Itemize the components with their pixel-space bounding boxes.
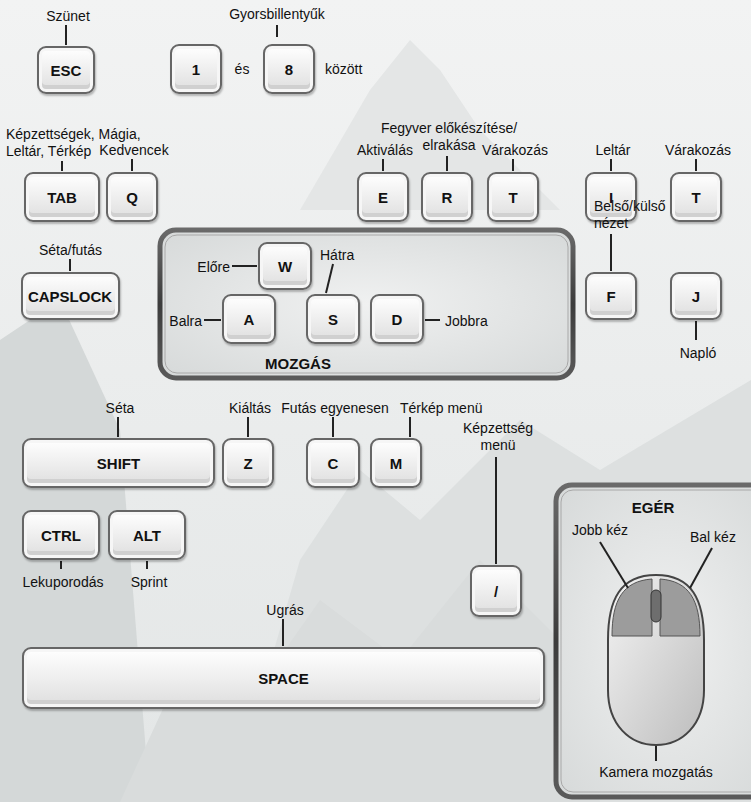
key-cap: ALTSprint <box>108 510 186 560</box>
key-caption: Előre <box>197 259 230 276</box>
key-cap: WElőre <box>258 242 312 290</box>
key-caption: Várakozás <box>665 142 731 159</box>
key-cap: SPACEUgrás <box>22 647 545 709</box>
key-label: 8 <box>285 61 293 78</box>
movement-panel-frame <box>160 230 573 378</box>
key-label: ESC <box>51 62 82 79</box>
key-caption: Szünet <box>46 8 90 25</box>
key-cap: SHIFTSéta <box>22 438 215 488</box>
key-caption: Kedvencek <box>99 142 168 159</box>
key-label: T <box>691 189 700 206</box>
key-cap: MTérkép menü <box>370 438 422 488</box>
annotation-label: Jobb kéz <box>572 522 628 539</box>
key-cap: 8 <box>263 44 315 94</box>
key-label: Z <box>243 455 252 472</box>
key-label: E <box>378 189 388 206</box>
key-cap: ESCSzünet <box>37 46 95 94</box>
key-label: M <box>390 455 403 472</box>
annotation-label: között <box>325 61 362 78</box>
annotation-label: és <box>235 61 250 78</box>
key-caption: Képzettség menü <box>456 420 540 454</box>
key-label: CAPSLOCK <box>28 288 112 305</box>
key-label: CTRL <box>41 527 81 544</box>
key-label: S <box>328 311 338 328</box>
key-caption: Jobbra <box>445 313 488 330</box>
key-caption: Várakozás <box>482 142 548 159</box>
key-cap: FBelső/külső nézet <box>585 272 637 320</box>
key-cap: RFegyver előkészítése/ elrakása <box>421 172 473 222</box>
key-cap: ILeltár <box>585 172 637 222</box>
key-label: ALT <box>133 527 161 544</box>
group-panel: MOZGÁSWElőreABalraSHátraDJobbra <box>160 230 573 378</box>
key-caption: Balra <box>169 313 202 330</box>
key-label: J <box>692 288 700 305</box>
key-caption: Hátra <box>320 247 354 264</box>
key-caption: Aktiválás <box>357 142 413 159</box>
annotation-label: Bal kéz <box>690 529 736 546</box>
mouse-panel-frame <box>556 485 751 797</box>
key-cap: TABKépzettségek, Mágia, Leltár, Térkép <box>24 172 100 222</box>
panel-heading: MOZGÁS <box>265 355 331 372</box>
key-cap: EAktiválás <box>357 172 409 222</box>
panel-heading: EGÉR <box>632 499 675 516</box>
mouse-illustration <box>608 575 704 745</box>
annotation-label: Gyorsbillentyűk <box>229 6 325 23</box>
key-cap: TVárakozás <box>487 172 539 222</box>
key-label: SPACE <box>258 670 309 687</box>
key-caption: Belső/külső nézet <box>594 198 689 232</box>
annotation-label: Kamera mozgatás <box>599 764 713 781</box>
key-cap: ABalra <box>222 294 276 344</box>
key-label: Q <box>126 189 138 206</box>
key-caption: Térkép menü <box>400 400 482 417</box>
key-label: W <box>278 258 292 275</box>
key-cap: /Képzettség menü <box>470 565 522 617</box>
key-cap: ZKiáltás <box>222 438 274 488</box>
key-caption: Séta/futás <box>39 242 102 259</box>
key-label: / <box>494 583 498 600</box>
key-cap: QKedvencek <box>106 172 158 222</box>
key-caption: Ugrás <box>266 602 303 619</box>
key-cap: CAPSLOCKSéta/futás <box>21 272 120 320</box>
key-cap: 1 <box>170 44 222 94</box>
key-caption: Leltár <box>595 142 630 159</box>
key-label: F <box>606 288 615 305</box>
key-caption: Séta <box>106 400 135 417</box>
key-label: C <box>328 455 339 472</box>
key-label: 1 <box>192 61 200 78</box>
key-caption: Futás egyenesen <box>281 400 388 417</box>
key-cap: DJobbra <box>370 294 424 344</box>
key-cap: SHátra <box>306 294 360 344</box>
key-caption: Kiáltás <box>229 400 271 417</box>
key-cap: JNapló <box>670 272 722 320</box>
key-label: T <box>508 189 517 206</box>
key-cap: CFutás egyenesen <box>306 438 360 488</box>
key-caption: Napló <box>680 345 717 362</box>
key-cap: TVárakozás <box>670 172 722 222</box>
key-cap: CTRLLekuporodás <box>22 510 100 560</box>
key-label: TAB <box>47 189 77 206</box>
key-label: D <box>392 311 403 328</box>
key-caption: Sprint <box>131 574 168 591</box>
key-label: A <box>244 311 255 328</box>
key-label: SHIFT <box>97 455 140 472</box>
key-label: R <box>442 189 453 206</box>
key-caption: Lekuporodás <box>23 574 104 591</box>
